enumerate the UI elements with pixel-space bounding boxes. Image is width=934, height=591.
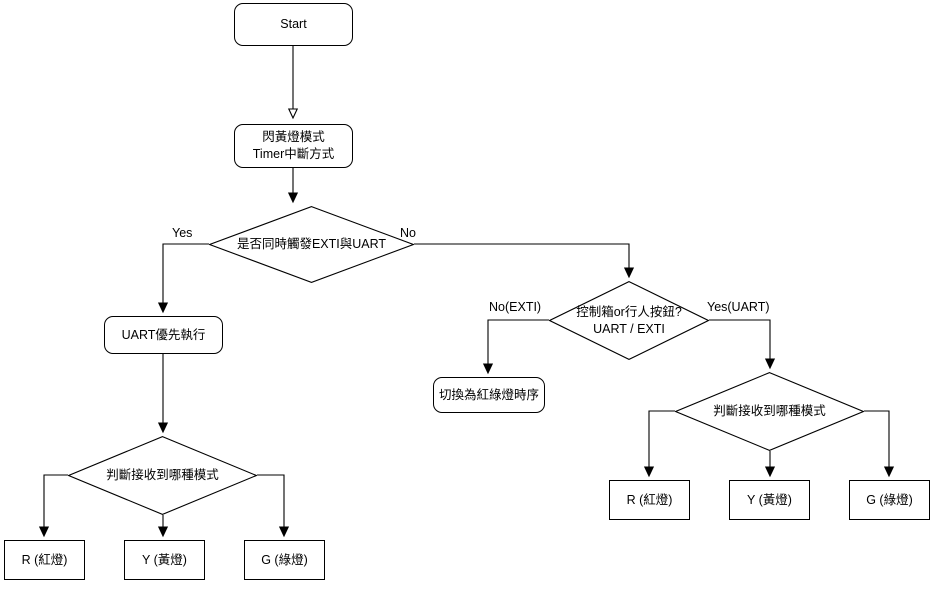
edge-decision-both-yes-to-uart-priority xyxy=(157,243,209,314)
output-yellow-right: Y (黃燈) xyxy=(729,480,810,520)
edge-label-no-exti: No(EXTI) xyxy=(489,300,542,314)
edge-blink-to-decision-both-arrowhead-icon xyxy=(287,192,299,204)
decision-which-mode-left-shape xyxy=(68,436,257,515)
edge-uart-priority-to-decision-mode-left xyxy=(157,354,169,434)
edge-decision-mode-right-to-green xyxy=(864,410,895,478)
uart-priority-node: UART優先執行 xyxy=(104,316,223,354)
edge-uart-priority-to-decision-mode-left-arrowhead-icon xyxy=(157,422,169,434)
decision-which-mode-left-label: 判斷接收到哪種模式 xyxy=(106,468,219,483)
edge-decision-source-yes-uart-to-decision-mode-right xyxy=(709,319,776,370)
edge-decision-mode-right-to-yellow-arrowhead-icon xyxy=(764,466,776,478)
start-node: Start xyxy=(234,3,353,46)
output-red-left: R (紅燈) xyxy=(4,540,85,580)
edge-decision-source-no-exti-to-switch-arrowhead-icon xyxy=(482,363,494,375)
decision-control-box-or-pedestrian-button: 控制箱or行人按鈕? UART / EXTI xyxy=(549,281,709,360)
edge-decision-mode-left-to-green xyxy=(257,474,290,538)
edge-start-to-blink xyxy=(287,46,299,120)
decision-which-mode-left: 判斷接收到哪種模式 xyxy=(68,436,257,515)
edge-decision-mode-right-to-red xyxy=(643,410,675,478)
edge-decision-both-no-to-decision-source xyxy=(414,243,635,279)
output-yellow-left: Y (黃燈) xyxy=(124,540,205,580)
edge-decision-mode-left-to-yellow-arrowhead-icon xyxy=(157,526,169,538)
decision-exti-and-uart-label: 是否同時觸發EXTI與UART xyxy=(236,237,387,252)
edge-decision-both-yes-to-uart-priority-arrowhead-icon xyxy=(157,302,169,314)
switch-to-traffic-light-sequence-node: 切換為紅綠燈時序 xyxy=(433,377,545,413)
edge-start-to-blink-arrowhead-icon xyxy=(287,108,299,120)
decision-exti-and-uart-shape xyxy=(209,206,414,283)
decision-control-box-or-pedestrian-button-label: 控制箱or行人按鈕? UART / EXTI xyxy=(576,304,682,336)
edge-decision-mode-left-to-green-arrowhead-icon xyxy=(278,526,290,538)
decision-control-box-or-pedestrian-button-shape xyxy=(549,281,709,360)
edge-decision-mode-left-to-yellow xyxy=(157,515,169,538)
output-green-right: G (綠燈) xyxy=(849,480,930,520)
edge-decision-mode-left-to-red-arrowhead-icon xyxy=(38,526,50,538)
edge-decision-both-no-to-decision-source-arrowhead-icon xyxy=(623,267,635,279)
edge-decision-mode-right-to-yellow xyxy=(764,451,776,478)
edge-blink-to-decision-both xyxy=(287,168,299,204)
edge-label-yes: Yes xyxy=(172,226,193,240)
edge-decision-mode-right-to-red-arrowhead-icon xyxy=(643,466,655,478)
blink-yellow-mode-node: 閃黃燈模式 Timer中斷方式 xyxy=(234,124,353,168)
edge-decision-mode-right-to-green-arrowhead-icon xyxy=(883,466,895,478)
edge-decision-source-no-exti-to-switch xyxy=(482,319,549,375)
output-red-right: R (紅燈) xyxy=(609,480,690,520)
edge-label-no: No xyxy=(400,226,416,240)
edge-decision-mode-left-to-red xyxy=(38,474,68,538)
edge-label-yes-uart: Yes(UART) xyxy=(707,300,770,314)
decision-which-mode-right-label: 判斷接收到哪種模式 xyxy=(713,404,826,419)
decision-which-mode-right-shape xyxy=(675,372,864,451)
decision-exti-and-uart: 是否同時觸發EXTI與UART xyxy=(209,206,414,283)
edge-decision-source-yes-uart-to-decision-mode-right-arrowhead-icon xyxy=(764,358,776,370)
output-green-left: G (綠燈) xyxy=(244,540,325,580)
decision-which-mode-right: 判斷接收到哪種模式 xyxy=(675,372,864,451)
